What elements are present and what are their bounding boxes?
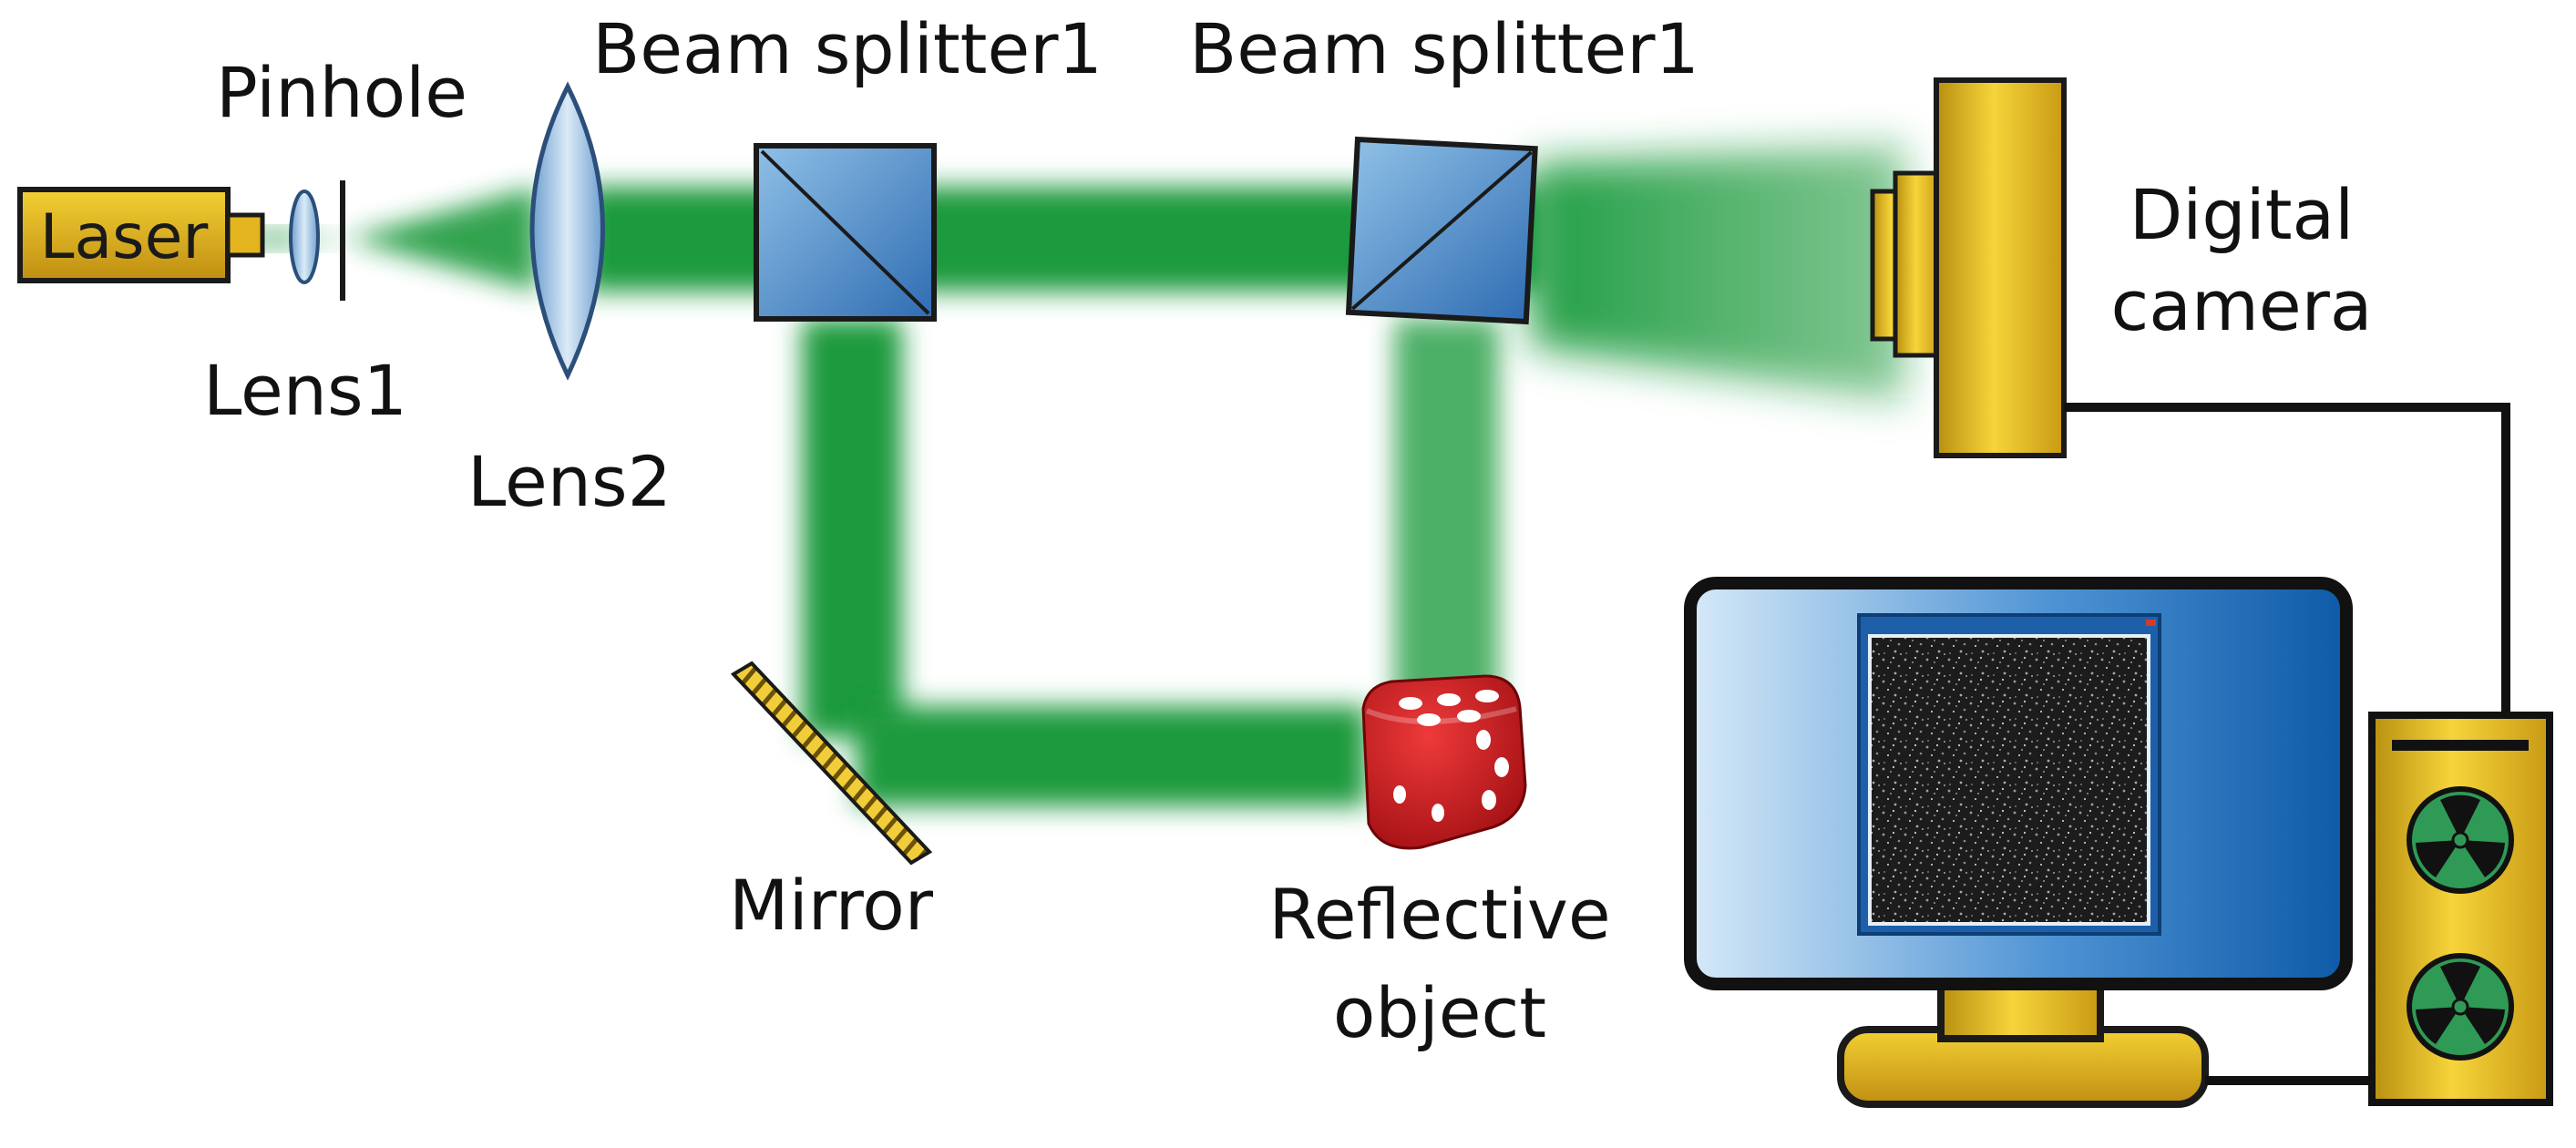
reflective-object-label-line2: object: [1333, 972, 1546, 1053]
computer-monitor: [1684, 577, 2353, 1108]
reflective-object-dice: [1361, 674, 1527, 850]
lens1: [289, 190, 320, 284]
fan-icon: [2407, 786, 2514, 894]
lens2: [529, 81, 605, 381]
object-beam-up: [1394, 319, 1499, 720]
reflective-object-label-line1: Reflective: [1268, 874, 1610, 955]
expanding-beam-cone: [346, 187, 538, 292]
beam-splitter-1-label: Beam splitter1: [592, 8, 1103, 89]
laser: Laser: [17, 187, 265, 283]
beam-splitter-1: [754, 143, 937, 322]
digital-camera-label-line1: Digital: [2130, 174, 2354, 255]
mirror: [730, 661, 933, 866]
beam-splitter-2: [1345, 136, 1538, 325]
digital-camera-label-line2: camera: [2111, 265, 2373, 346]
lens2-label: Lens2: [467, 441, 672, 522]
fan-icon: [2407, 953, 2514, 1061]
camera-cable: [2064, 403, 2510, 724]
speckle-window: [1857, 613, 2161, 936]
mirror-label: Mirror: [729, 865, 934, 946]
camera-beam: [1531, 146, 1904, 401]
computer-tower: [2368, 712, 2553, 1106]
beam-splitter-2-label: Beam splitter1: [1189, 8, 1699, 89]
digital-camera: [1870, 77, 2067, 458]
laser-label: Laser: [40, 201, 209, 273]
object-beam-bottom: [857, 706, 1367, 806]
lens1-label: Lens1: [203, 350, 407, 431]
pinhole-label: Pinhole: [216, 52, 467, 133]
reference-beam-down: [802, 319, 902, 738]
